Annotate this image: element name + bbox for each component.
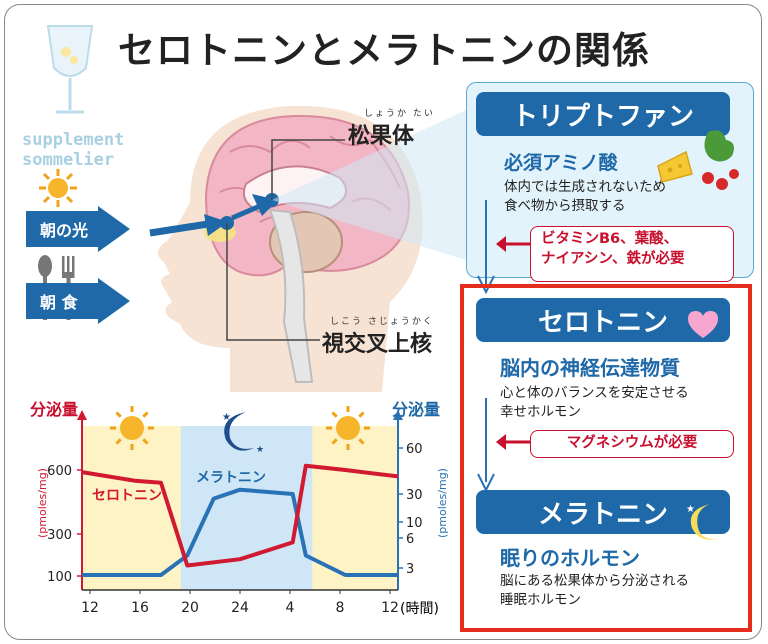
y-left-tick-label: 300 (47, 528, 72, 543)
serotonin-desc: 心と体のバランスを安定させる 幸せホルモン (500, 385, 689, 420)
pineal-ruby: しょうか たい (364, 109, 435, 119)
pointer-lines (226, 110, 466, 341)
y-left-tick-label: 600 (47, 464, 72, 479)
highlight-frame (460, 284, 752, 632)
y-right-tick-label: 60 (406, 442, 423, 457)
x-tick-label: 8 (336, 600, 345, 616)
x-tick-label: 12 (81, 600, 99, 616)
tryptophan-header: トリプトファン (476, 92, 730, 136)
day-band (82, 426, 181, 590)
svg-text:★: ★ (686, 504, 695, 515)
melatonin-line (82, 487, 398, 577)
star-icon: ★ (256, 445, 264, 455)
scn-ruby: しこう さじょうかく (330, 317, 434, 327)
melatonin-subtitle: 眠りのホルモン (500, 546, 640, 570)
flow-arrows (477, 200, 530, 493)
scn-label: 視交叉上核 (322, 332, 433, 357)
x-tick-label: 12 (381, 600, 399, 616)
pineal-label: 松果体 (348, 124, 415, 149)
melatonin-header: メラトニン (476, 490, 730, 534)
y-right-arrow (393, 410, 403, 420)
sun-icon (110, 406, 154, 450)
moon-stars-icon: ★ (686, 504, 720, 540)
watermark: supplement sommelier (22, 130, 125, 170)
serotonin-header: セロトニン (476, 298, 730, 342)
serotonin-line (81, 463, 399, 568)
y-right-tick-label: 10 (406, 516, 423, 531)
morning-light-label: 朝の光 (40, 221, 89, 240)
y-right-tick-label: 6 (406, 532, 414, 547)
tryptophan-needs: ビタミンB6、葉酸、 ナイアシン、鉄が必要 (530, 226, 734, 282)
y-right-label: 分泌量 (392, 400, 441, 419)
glass-logo-icon (46, 25, 94, 114)
y-right-tick-label: 30 (406, 488, 423, 503)
y-left-label: 分泌量 (30, 400, 79, 419)
melatonin-series-label: メラトニン (196, 470, 266, 486)
x-tick-label: 4 (286, 600, 295, 616)
star-icon: ★ (222, 412, 231, 423)
sun-icon (39, 169, 77, 207)
y-left-unit: (pmoles/mg) (36, 468, 49, 538)
morning-light-arrow (26, 206, 130, 252)
day-band (312, 426, 398, 590)
breakfast-label: 朝 食 (40, 293, 78, 312)
page-title: セロトニンとメラトニンの関係 (118, 29, 650, 72)
serotonin-needs: マグネシウムが必要 (530, 430, 734, 458)
heart-icon (688, 311, 718, 338)
cheese-veg-icon (657, 130, 739, 190)
tryptophan-subtitle: 必須アミノ酸 (504, 152, 618, 174)
y-right-unit: (pmoles/mg) (436, 468, 449, 538)
y-right-tick-label: 3 (406, 562, 414, 577)
moon-icon (224, 412, 254, 451)
tryptophan-desc: 体内では生成されないため 食べ物から摂取する (504, 179, 666, 214)
x-tick-label: 24 (231, 600, 249, 616)
serotonin-subtitle: 脳内の神経伝達物質 (500, 356, 680, 380)
y-left-tick-label: 100 (47, 570, 72, 585)
serotonin-series-label: セロトニン (92, 488, 162, 504)
melatonin-desc: 脳にある松果体から分泌される 睡眠ホルモン (500, 573, 689, 608)
breakfast-arrow (26, 278, 130, 324)
sun-icon (326, 406, 370, 450)
x-tick-label: 20 (181, 600, 199, 616)
x-tick-label: 16 (131, 600, 149, 616)
x-axis-unit: (時間) (400, 601, 439, 617)
y-left-arrow (77, 410, 87, 420)
